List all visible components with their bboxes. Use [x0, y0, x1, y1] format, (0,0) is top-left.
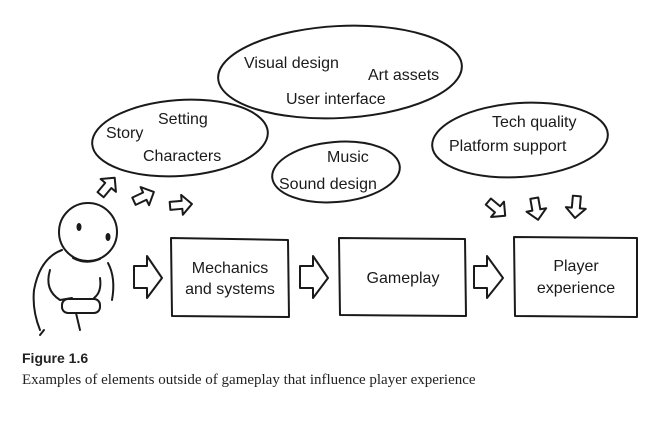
cloud-item: Sound design — [279, 176, 377, 193]
box-label: Gameplay — [367, 270, 440, 287]
cloud-item: Music — [327, 149, 369, 166]
audio-cloud: Music Sound design — [271, 140, 401, 204]
cloud-item: User interface — [286, 91, 386, 108]
cloud-item: Characters — [143, 148, 221, 165]
arrow-up-right-icon — [96, 176, 117, 199]
arrow-right-icon — [473, 255, 504, 299]
cloud-item: Platform support — [449, 138, 567, 155]
visual-cloud: Visual design Art assets User interface — [217, 24, 463, 120]
cloud-item: Story — [106, 125, 143, 142]
arrow-right-icon — [168, 193, 193, 216]
arrow-up-right-icon — [131, 186, 155, 207]
box-label: Player — [553, 258, 599, 275]
player-figure-icon — [32, 202, 118, 336]
box-label: experience — [537, 280, 615, 297]
box-label: and systems — [185, 281, 275, 298]
gameplay-box: Gameplay — [338, 237, 467, 317]
arrow-down-icon — [564, 194, 587, 219]
cloud-item: Art assets — [368, 67, 439, 84]
cloud-item: Tech quality — [492, 114, 577, 131]
cloud-item: Visual design — [244, 55, 339, 72]
tech-cloud: Tech quality Platform support — [431, 101, 609, 179]
box-label: Mechanics — [192, 260, 268, 277]
arrow-right-icon — [133, 255, 163, 299]
story-cloud: Story Setting Characters — [91, 98, 269, 178]
cloud-item: Setting — [158, 111, 208, 128]
figure-caption: Examples of elements outside of gameplay… — [22, 372, 476, 388]
player-experience-box: Player experience — [513, 236, 638, 318]
arrow-right-icon — [299, 255, 329, 299]
arrow-down-right-icon — [484, 197, 507, 218]
arrow-down-icon — [525, 196, 548, 221]
mechanics-box: Mechanics and systems — [170, 237, 290, 318]
figure-number: Figure 1.6 — [22, 350, 89, 366]
